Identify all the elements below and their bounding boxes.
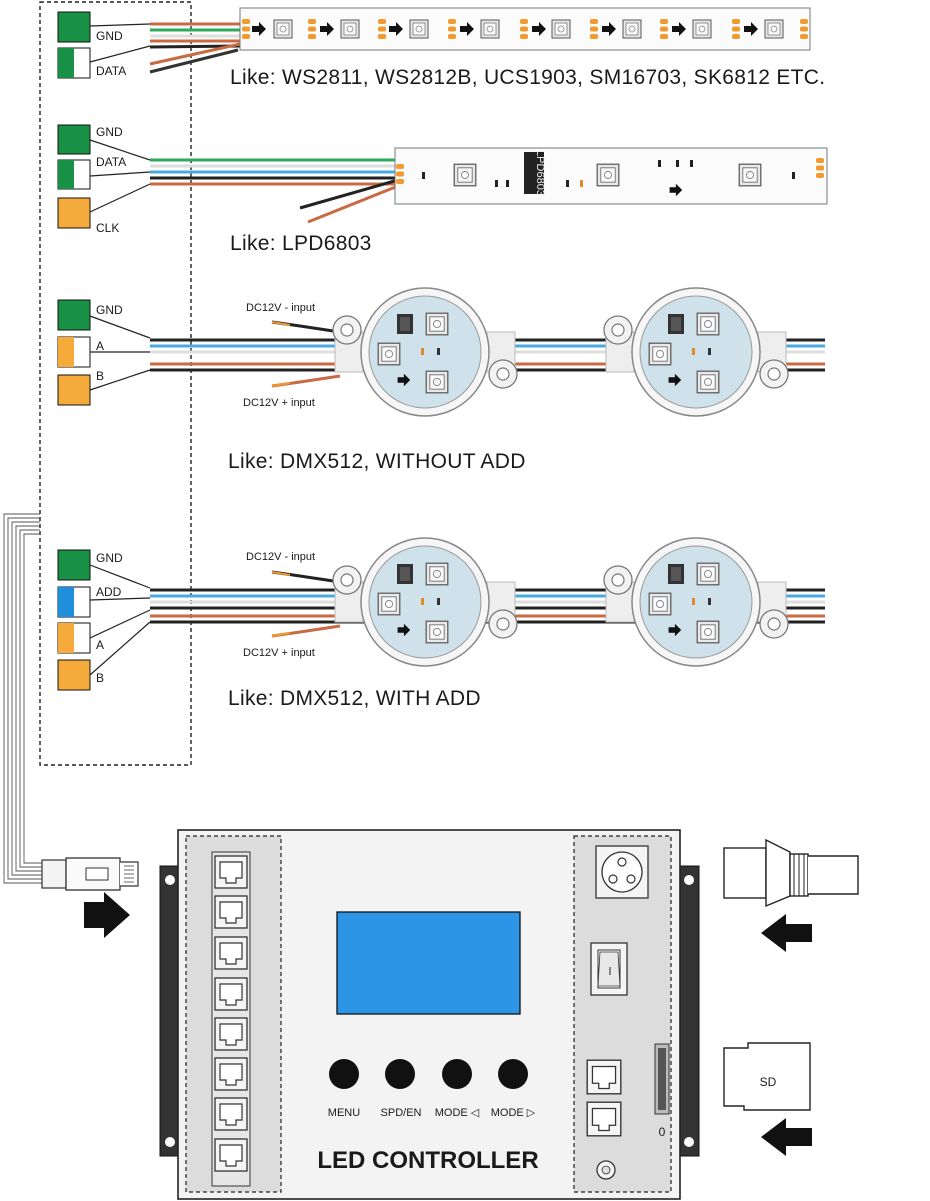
connector-panel-outline: [39, 1, 192, 766]
pin-label-gnd: GND: [96, 125, 123, 139]
pin-gnd-block: [57, 124, 91, 155]
dc12v-minus-label: DC12V - input: [246, 302, 315, 314]
pin-gnd-block: [57, 549, 91, 581]
menu-button[interactable]: [329, 1059, 359, 1089]
pin-label-b: B: [96, 369, 104, 383]
rj45-port-in[interactable]: [586, 1059, 622, 1095]
sd-card: SD: [723, 1042, 811, 1111]
section-dmx512-without-add: GND A B DC12V - input DC12V + input Like…: [57, 288, 825, 473]
dc12v-plus-label: DC12V + input: [243, 647, 315, 659]
dc12v-minus-label: DC12V - input: [246, 551, 315, 563]
pin-clk-block: [57, 197, 91, 229]
pin-label-a: A: [96, 638, 104, 652]
pin-label-clk: CLK: [96, 221, 119, 235]
pin-b-block: [57, 374, 91, 406]
driver-ic: [524, 152, 544, 194]
main-cable: [3, 513, 42, 884]
rj45-port[interactable]: [214, 1138, 248, 1172]
pin-label-add: ADD: [96, 585, 122, 599]
rj45-port[interactable]: [214, 895, 248, 929]
mode-next-button[interactable]: [498, 1059, 528, 1089]
arrow-right-icon: [84, 892, 130, 938]
rj45-port[interactable]: [214, 1017, 248, 1051]
rj45-port[interactable]: [214, 936, 248, 970]
rj45-port[interactable]: [214, 1057, 248, 1091]
mode-prev-button-label: MODE ◁: [435, 1107, 480, 1119]
pin-label-data: DATA: [96, 155, 126, 169]
rj45-plug: [41, 857, 139, 891]
pin-label-b: B: [96, 671, 104, 685]
mode-prev-button[interactable]: [442, 1059, 472, 1089]
rj45-port[interactable]: [214, 977, 248, 1011]
pin-label-gnd: GND: [96, 29, 123, 43]
controller-title: LED CONTROLLER: [317, 1147, 538, 1174]
mode-next-button-label: MODE ▷: [491, 1107, 536, 1119]
dc12v-plus-label: DC12V + input: [243, 397, 315, 409]
caption-lpd6803: Like: LPD6803: [230, 232, 372, 255]
pin-label-gnd: GND: [96, 303, 123, 317]
rj45-port[interactable]: [214, 1097, 248, 1131]
pixel-module: [333, 288, 517, 416]
pixel-module: [604, 538, 788, 666]
pixel-module: [604, 288, 788, 416]
sd-slot-mark: 0: [659, 1125, 666, 1139]
spd-en-button-label: SPD/EN: [381, 1107, 422, 1119]
arrow-left-icon: [761, 1118, 812, 1156]
pin-b-block: [57, 659, 91, 691]
pin-gnd-block: [57, 11, 91, 43]
lcd-screen: [336, 911, 521, 1015]
section-dmx512-with-add: GND ADD A B DC12V - input DC12V + input …: [57, 538, 825, 710]
driver-ic-label: LPD6803: [534, 150, 546, 196]
pixel-module: [333, 538, 517, 666]
arrow-left-icon: [761, 914, 812, 952]
section-ws2811: GND DATA: [57, 7, 825, 89]
pin-gnd-block: [57, 299, 91, 331]
rj45-port-in[interactable]: [586, 1101, 622, 1137]
caption-dmx512-with-add: Like: DMX512, WITH ADD: [228, 687, 481, 710]
caption-dmx512-without-add: Like: DMX512, WITHOUT ADD: [228, 450, 526, 473]
pin-label-data: DATA: [96, 64, 126, 78]
section-lpd6803: GND DATA CLK LPD6803: [57, 124, 828, 255]
caption-ws2811: Like: WS2811, WS2812B, UCS1903, SM16703,…: [230, 66, 825, 89]
pin-label-a: A: [96, 339, 104, 353]
spd-en-button[interactable]: [385, 1059, 415, 1089]
led-controller: MENU SPD/EN MODE ◁ MODE ▷ LED CONTROLLER…: [159, 829, 700, 1200]
pin-label-gnd: GND: [96, 551, 123, 565]
sd-card-label: SD: [760, 1075, 777, 1089]
rj45-port[interactable]: [214, 855, 248, 889]
power-plug: [723, 838, 859, 908]
power-switch-mark: l: [609, 966, 611, 978]
menu-button-label: MENU: [328, 1107, 360, 1119]
